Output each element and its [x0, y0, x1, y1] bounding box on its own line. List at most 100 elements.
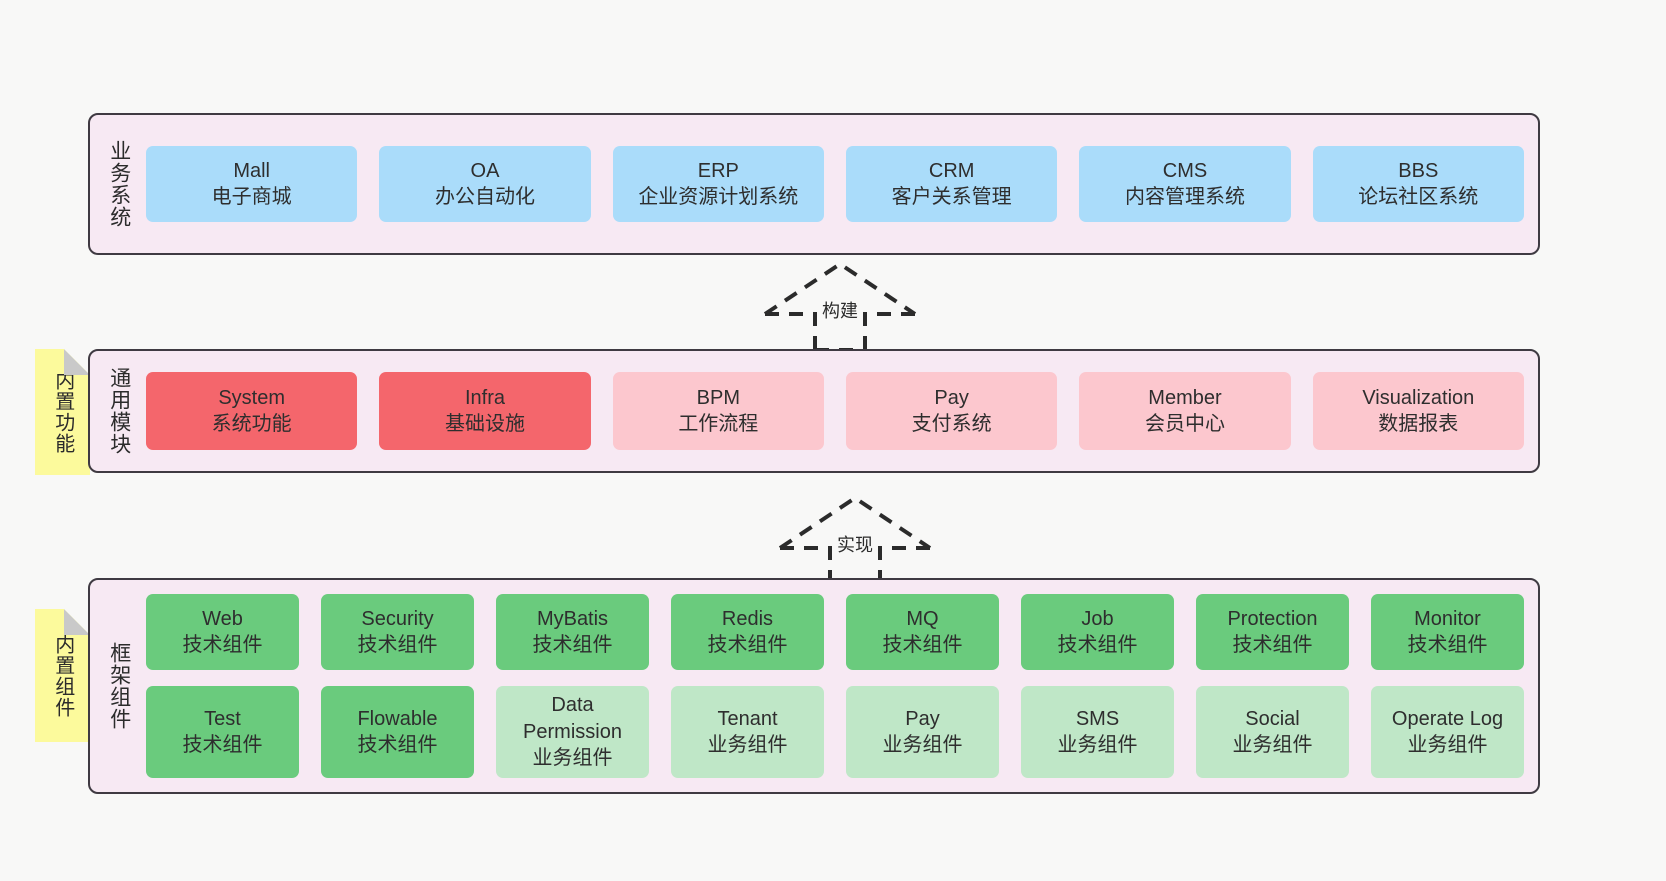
component-card-web[interactable]: Web 技术组件	[146, 594, 299, 671]
component-type-cn: 技术组件	[532, 634, 613, 657]
module-name-en: Member	[1148, 386, 1222, 409]
component-type-cn: 技术组件	[1407, 634, 1488, 657]
component-type-cn: 技术组件	[182, 634, 263, 657]
module-name-cn: 论坛社区系统	[1358, 186, 1479, 208]
module-card-pay[interactable]: Pay 支付系统	[845, 372, 1058, 450]
component-card-sms[interactable]: SMS 业务组件	[1021, 686, 1174, 778]
component-type-cn: 技术组件	[182, 733, 263, 756]
component-name-en: Social	[1245, 707, 1300, 730]
connector-implement-arrow: 实现	[770, 492, 940, 588]
component-name-en: MyBatis	[536, 608, 609, 631]
component-name-en: Data Permission	[523, 694, 622, 743]
component-type-cn: 技术组件	[707, 634, 788, 657]
component-type-cn: 业务组件	[1057, 733, 1138, 756]
component-card-security[interactable]: Security 技术组件	[321, 594, 474, 671]
layer-title-framework-components: 框架组件	[107, 642, 131, 730]
cell-row: System 系统功能 Infra 基础设施 BPM 工作流程 Pay 支付系统…	[146, 372, 1524, 450]
component-type-cn: 业务组件	[532, 747, 613, 770]
cell-row: Mall 电子商城 OA 办公自动化 ERP 企业资源计划系统 CRM 客户关系…	[146, 146, 1524, 222]
component-name-en: Redis	[721, 608, 774, 631]
module-name-en: CRM	[928, 159, 975, 182]
component-name-en: Pay	[905, 707, 940, 730]
component-name-en: Job	[1081, 608, 1114, 631]
component-type-cn: 技术组件	[357, 634, 438, 657]
component-card-pay[interactable]: Pay 业务组件	[846, 686, 999, 778]
connector-build-arrow: 构建	[755, 258, 925, 354]
component-card-test[interactable]: Test 技术组件	[146, 686, 299, 778]
component-name-en: Test	[204, 707, 241, 730]
component-card-tenant[interactable]: Tenant 业务组件	[671, 686, 824, 778]
component-name-en: Protection	[1227, 608, 1318, 631]
module-card-cms[interactable]: CMS 内容管理系统	[1079, 146, 1291, 222]
module-name-cn: 基础设施	[444, 413, 525, 435]
module-name-cn: 系统功能	[211, 413, 292, 435]
component-type-cn: 技术组件	[1232, 634, 1313, 657]
module-card-erp[interactable]: ERP 企业资源计划系统	[612, 146, 824, 222]
side-note-label: 内置功能	[51, 370, 74, 454]
cell-row: Web 技术组件 Security 技术组件 MyBatis 技术组件 Redi…	[146, 594, 1524, 671]
side-note-built-in-features: 内置功能	[35, 349, 90, 475]
component-type-cn: 业务组件	[882, 733, 963, 756]
module-name-en: Mall	[233, 159, 270, 182]
module-card-member[interactable]: Member 会员中心	[1079, 372, 1291, 450]
module-card-bpm[interactable]: BPM 工作流程	[612, 372, 824, 450]
component-type-cn: 业务组件	[1232, 733, 1313, 756]
module-card-visualization[interactable]: Visualization 数据报表	[1312, 372, 1524, 450]
component-name-en: Flowable	[357, 707, 438, 730]
module-name-cn: 电子商城	[211, 186, 292, 208]
module-card-infra[interactable]: Infra 基础设施	[379, 372, 591, 450]
component-card-job[interactable]: Job 技术组件	[1021, 594, 1174, 671]
component-card-redis[interactable]: Redis 技术组件	[671, 594, 824, 671]
side-note-built-in-components: 内置组件	[35, 609, 90, 742]
module-card-system[interactable]: System 系统功能	[146, 372, 358, 450]
module-name-en: BPM	[696, 386, 740, 409]
component-card-protection[interactable]: Protection 技术组件	[1196, 594, 1349, 671]
layer-common-modules: 通用模块 System 系统功能 Infra 基础设施 BPM 工作流程 Pay…	[88, 349, 1540, 473]
module-name-en: ERP	[697, 159, 739, 182]
connector-label-implement: 实现	[833, 530, 877, 558]
component-type-cn: 业务组件	[1407, 733, 1488, 756]
layer-body-framework-components: Web 技术组件 Security 技术组件 MyBatis 技术组件 Redi…	[136, 590, 1526, 782]
component-name-en: SMS	[1075, 707, 1120, 730]
module-name-en: BBS	[1398, 159, 1439, 182]
module-name-en: Visualization	[1362, 386, 1475, 409]
module-name-en: OA	[470, 159, 500, 182]
module-card-oa[interactable]: OA 办公自动化	[379, 146, 591, 222]
component-card-mq[interactable]: MQ 技术组件	[846, 594, 999, 671]
module-name-cn: 客户关系管理	[891, 186, 1012, 208]
component-type-cn: 技术组件	[357, 733, 438, 756]
module-name-cn: 工作流程	[678, 413, 759, 435]
component-type-cn: 业务组件	[707, 733, 788, 756]
component-card-monitor[interactable]: Monitor 技术组件	[1371, 594, 1524, 671]
component-name-en: Operate Log	[1391, 707, 1504, 730]
component-card-social[interactable]: Social 业务组件	[1196, 686, 1349, 778]
component-card-mybatis[interactable]: MyBatis 技术组件	[496, 594, 649, 671]
component-name-en: Security	[361, 608, 434, 631]
module-name-cn: 企业资源计划系统	[638, 186, 799, 208]
component-card-flowable[interactable]: Flowable 技术组件	[321, 686, 474, 778]
component-name-en: MQ	[906, 608, 939, 631]
module-name-cn: 支付系统	[911, 413, 992, 435]
module-card-crm[interactable]: CRM 客户关系管理	[845, 146, 1058, 222]
module-name-cn: 数据报表	[1378, 413, 1459, 435]
component-name-en: Tenant	[717, 707, 778, 730]
layer-body-common-modules: System 系统功能 Infra 基础设施 BPM 工作流程 Pay 支付系统…	[136, 361, 1526, 461]
side-note-label: 内置组件	[51, 633, 74, 718]
component-name-en: Web	[202, 608, 243, 631]
module-name-en: CMS	[1162, 159, 1208, 182]
component-card-operate-log[interactable]: Operate Log 业务组件	[1371, 686, 1524, 778]
module-name-en: Pay	[934, 386, 969, 409]
layer-title-common-modules: 通用模块	[107, 367, 131, 455]
cell-row: Test 技术组件 Flowable 技术组件 Data Permission …	[146, 686, 1524, 778]
layer-title-business-systems: 业务系统	[107, 140, 131, 228]
module-name-cn: 内容管理系统	[1124, 186, 1245, 208]
module-name-cn: 办公自动化	[434, 186, 535, 208]
module-card-mall[interactable]: Mall 电子商城	[146, 146, 358, 222]
module-card-bbs[interactable]: BBS 论坛社区系统	[1312, 146, 1524, 222]
layer-business-systems: 业务系统 Mall 电子商城 OA 办公自动化 ERP 企业资源计划系统 CRM…	[88, 113, 1540, 255]
layer-framework-components: 框架组件 Web 技术组件 Security 技术组件 MyBatis 技术组件…	[88, 578, 1540, 794]
component-card-data-permission[interactable]: Data Permission 业务组件	[496, 686, 649, 778]
layer-body-business-systems: Mall 电子商城 OA 办公自动化 ERP 企业资源计划系统 CRM 客户关系…	[136, 125, 1526, 243]
module-name-en: System	[218, 386, 285, 409]
